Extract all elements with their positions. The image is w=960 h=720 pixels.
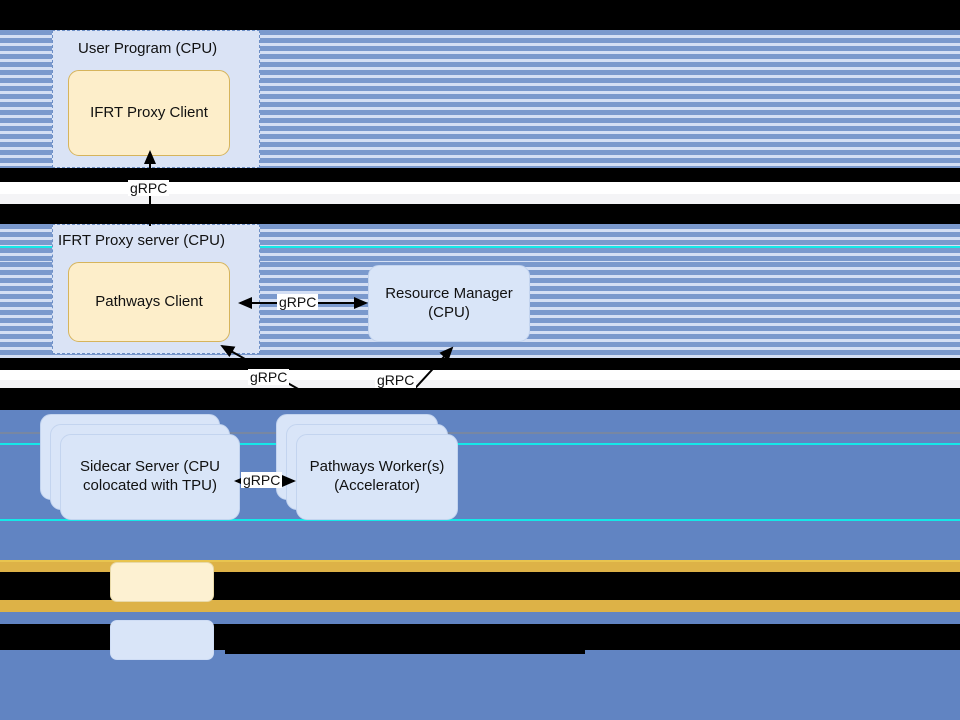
legend-swatch-blue xyxy=(110,620,214,660)
artifact-white-band xyxy=(0,182,960,194)
artifact-black-band xyxy=(0,168,960,182)
node-resource-manager-label-line2: (CPU) xyxy=(428,303,470,321)
artifact-scanline xyxy=(0,246,960,248)
node-pathways-client-label: Pathways Client xyxy=(95,292,203,310)
artifact-scanline xyxy=(0,432,960,434)
artifact-gold-band xyxy=(0,600,960,612)
node-sidecar-server-label-line1: Sidecar Server (CPU xyxy=(79,458,221,476)
group-ifrt-proxy-server-label: IFRT Proxy server (CPU) xyxy=(58,232,225,249)
node-sidecar-server-label-line2: colocated with TPU) xyxy=(83,477,217,494)
edge-label-sidecar-workers-grpc: gRPC xyxy=(241,472,283,488)
artifact-white-band xyxy=(0,370,960,380)
artifact-black-band xyxy=(0,388,960,410)
artifact-black-band xyxy=(0,358,960,370)
artifact-gold-line xyxy=(0,560,960,562)
artifact-black-band xyxy=(0,204,960,224)
node-resource-manager[interactable]: Resource Manager (CPU) xyxy=(368,265,530,342)
edge-label-sidecar-client-grpc: gRPC xyxy=(248,369,290,385)
legend-label-blue xyxy=(225,630,585,654)
artifact-scanline xyxy=(0,519,960,521)
node-pathways-workers-label-line2: (Accelerator) xyxy=(334,477,420,494)
node-pathways-workers-label-line1: Pathways Worker(s) xyxy=(309,458,445,476)
artifact-white-band xyxy=(0,194,960,204)
node-resource-manager-label-line1: Resource Manager xyxy=(385,284,513,302)
artifact-white-band xyxy=(0,380,960,388)
node-sidecar-server[interactable]: Sidecar Server (CPU colocated with TPU) xyxy=(60,434,240,520)
group-user-program-label: User Program (CPU) xyxy=(78,40,218,57)
node-pathways-client[interactable]: Pathways Client xyxy=(68,262,230,342)
legend-swatch-yellow xyxy=(110,562,214,602)
artifact-black-band xyxy=(0,0,960,30)
artifact-scanline xyxy=(0,443,960,445)
edge-label-resource-manager-grpc: gRPC xyxy=(277,294,319,310)
edge-label-proxy-grpc: gRPC xyxy=(128,180,170,196)
legend-label-yellow xyxy=(252,574,592,598)
edge-label-workers-manager-grpc: gRPC xyxy=(375,372,417,388)
node-pathways-workers[interactable]: Pathways Worker(s) (Accelerator) xyxy=(296,434,458,520)
node-ifrt-proxy-client[interactable]: IFRT Proxy Client xyxy=(68,70,230,156)
node-ifrt-proxy-client-label: IFRT Proxy Client xyxy=(90,103,208,121)
